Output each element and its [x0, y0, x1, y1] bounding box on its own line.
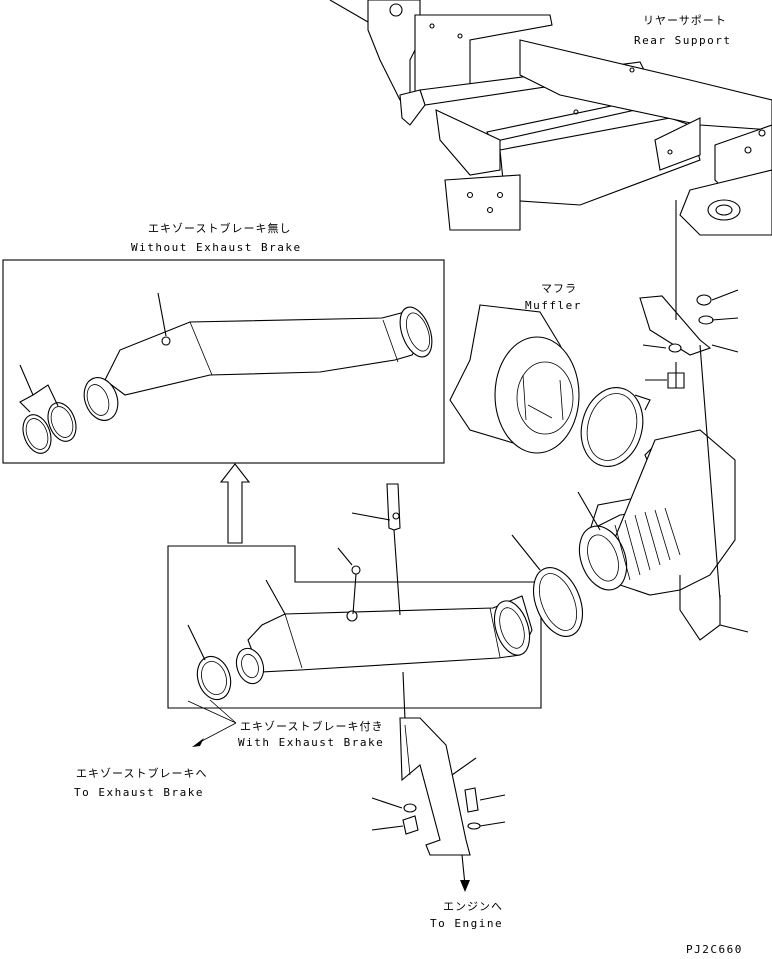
rear-support-label: Rear Support: [634, 34, 731, 47]
without-brake-frame: [2, 259, 445, 464]
with-brake-label-jp: エキゾーストブレーキ付き: [240, 719, 383, 733]
rear-support-label-jp: リヤーサポート: [643, 14, 727, 27]
to-brake-label-jp: エキゾーストブレーキへ: [76, 766, 207, 780]
with-brake-leader: [187, 699, 237, 724]
hanger-bracket: [639, 200, 749, 641]
muffler-band-clamp: [580, 387, 651, 467]
connector-clamp: [511, 534, 584, 637]
exhaust-pipe-with-brake: [235, 579, 533, 685]
exhaust-pipe-without-brake: [19, 292, 433, 454]
muffler: [449, 304, 580, 454]
to-brake-arrow: [199, 722, 237, 743]
drawing-code: PJ2C660: [686, 943, 743, 956]
brake-band-clamp: [187, 624, 232, 701]
lower-bracket: [371, 671, 506, 892]
to-engine-label-jp: エンジンへ: [443, 900, 503, 913]
rear-support-assembly: [329, 0, 772, 236]
muffler-label-jp: マフラ: [541, 282, 577, 295]
support-rod: [337, 483, 401, 616]
to-engine-label: To Engine: [430, 917, 503, 930]
with-brake-label: With Exhaust Brake: [238, 736, 384, 749]
up-arrow: [219, 463, 251, 544]
without-brake-label-jp: エキゾーストブレーキ無し: [148, 221, 291, 235]
to-brake-label: To Exhaust Brake: [74, 786, 204, 799]
flex-elbow-pipe: [578, 429, 736, 596]
muffler-label: Muffler: [525, 299, 582, 312]
without-brake-label: Without Exhaust Brake: [131, 241, 302, 254]
